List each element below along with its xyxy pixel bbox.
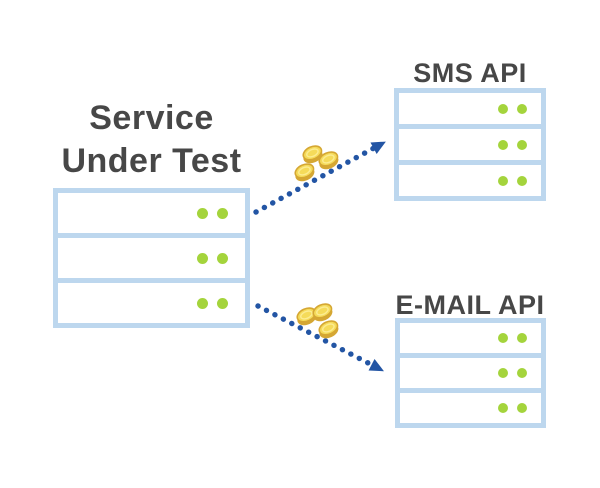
green-status-dot-icon xyxy=(197,297,208,309)
green-status-dot-icon xyxy=(517,333,527,343)
server-row xyxy=(400,393,541,423)
server-row xyxy=(58,283,245,323)
sms-api-title: SMS API xyxy=(413,58,527,88)
green-status-dot-icon xyxy=(498,175,508,186)
green-status-dot-icon xyxy=(517,103,527,114)
green-status-dot-icon xyxy=(498,403,508,413)
service-under-test-title: Service Under Test xyxy=(0,97,303,183)
green-status-dot-icon xyxy=(217,207,228,219)
green-status-dot-icon xyxy=(517,403,527,413)
server-row xyxy=(399,93,541,124)
green-status-dot-icon xyxy=(498,103,508,114)
server-row xyxy=(399,165,541,196)
email-api-stack xyxy=(395,318,546,428)
server-row xyxy=(58,238,245,278)
green-status-dot-icon xyxy=(498,368,508,378)
green-status-dot-icon xyxy=(197,207,208,219)
green-status-dot-icon xyxy=(517,139,527,150)
server-row xyxy=(399,129,541,160)
green-status-dot-icon xyxy=(498,333,508,343)
green-status-dot-icon xyxy=(217,252,228,264)
server-row xyxy=(400,323,541,353)
server-row xyxy=(400,358,541,388)
green-status-dot-icon xyxy=(517,175,527,186)
green-status-dot-icon xyxy=(217,297,228,309)
coins-icon-email-request xyxy=(296,303,339,339)
service-title-line1: Service xyxy=(89,99,214,137)
server-row xyxy=(58,193,245,233)
green-status-dot-icon xyxy=(517,368,527,378)
service-title-line2: Under Test xyxy=(61,142,242,180)
service-under-test-stack xyxy=(53,188,250,328)
email-api-title: E-MAIL API xyxy=(395,290,545,320)
sms-api-stack xyxy=(394,88,546,201)
green-status-dot-icon xyxy=(197,252,208,264)
green-status-dot-icon xyxy=(498,139,508,150)
